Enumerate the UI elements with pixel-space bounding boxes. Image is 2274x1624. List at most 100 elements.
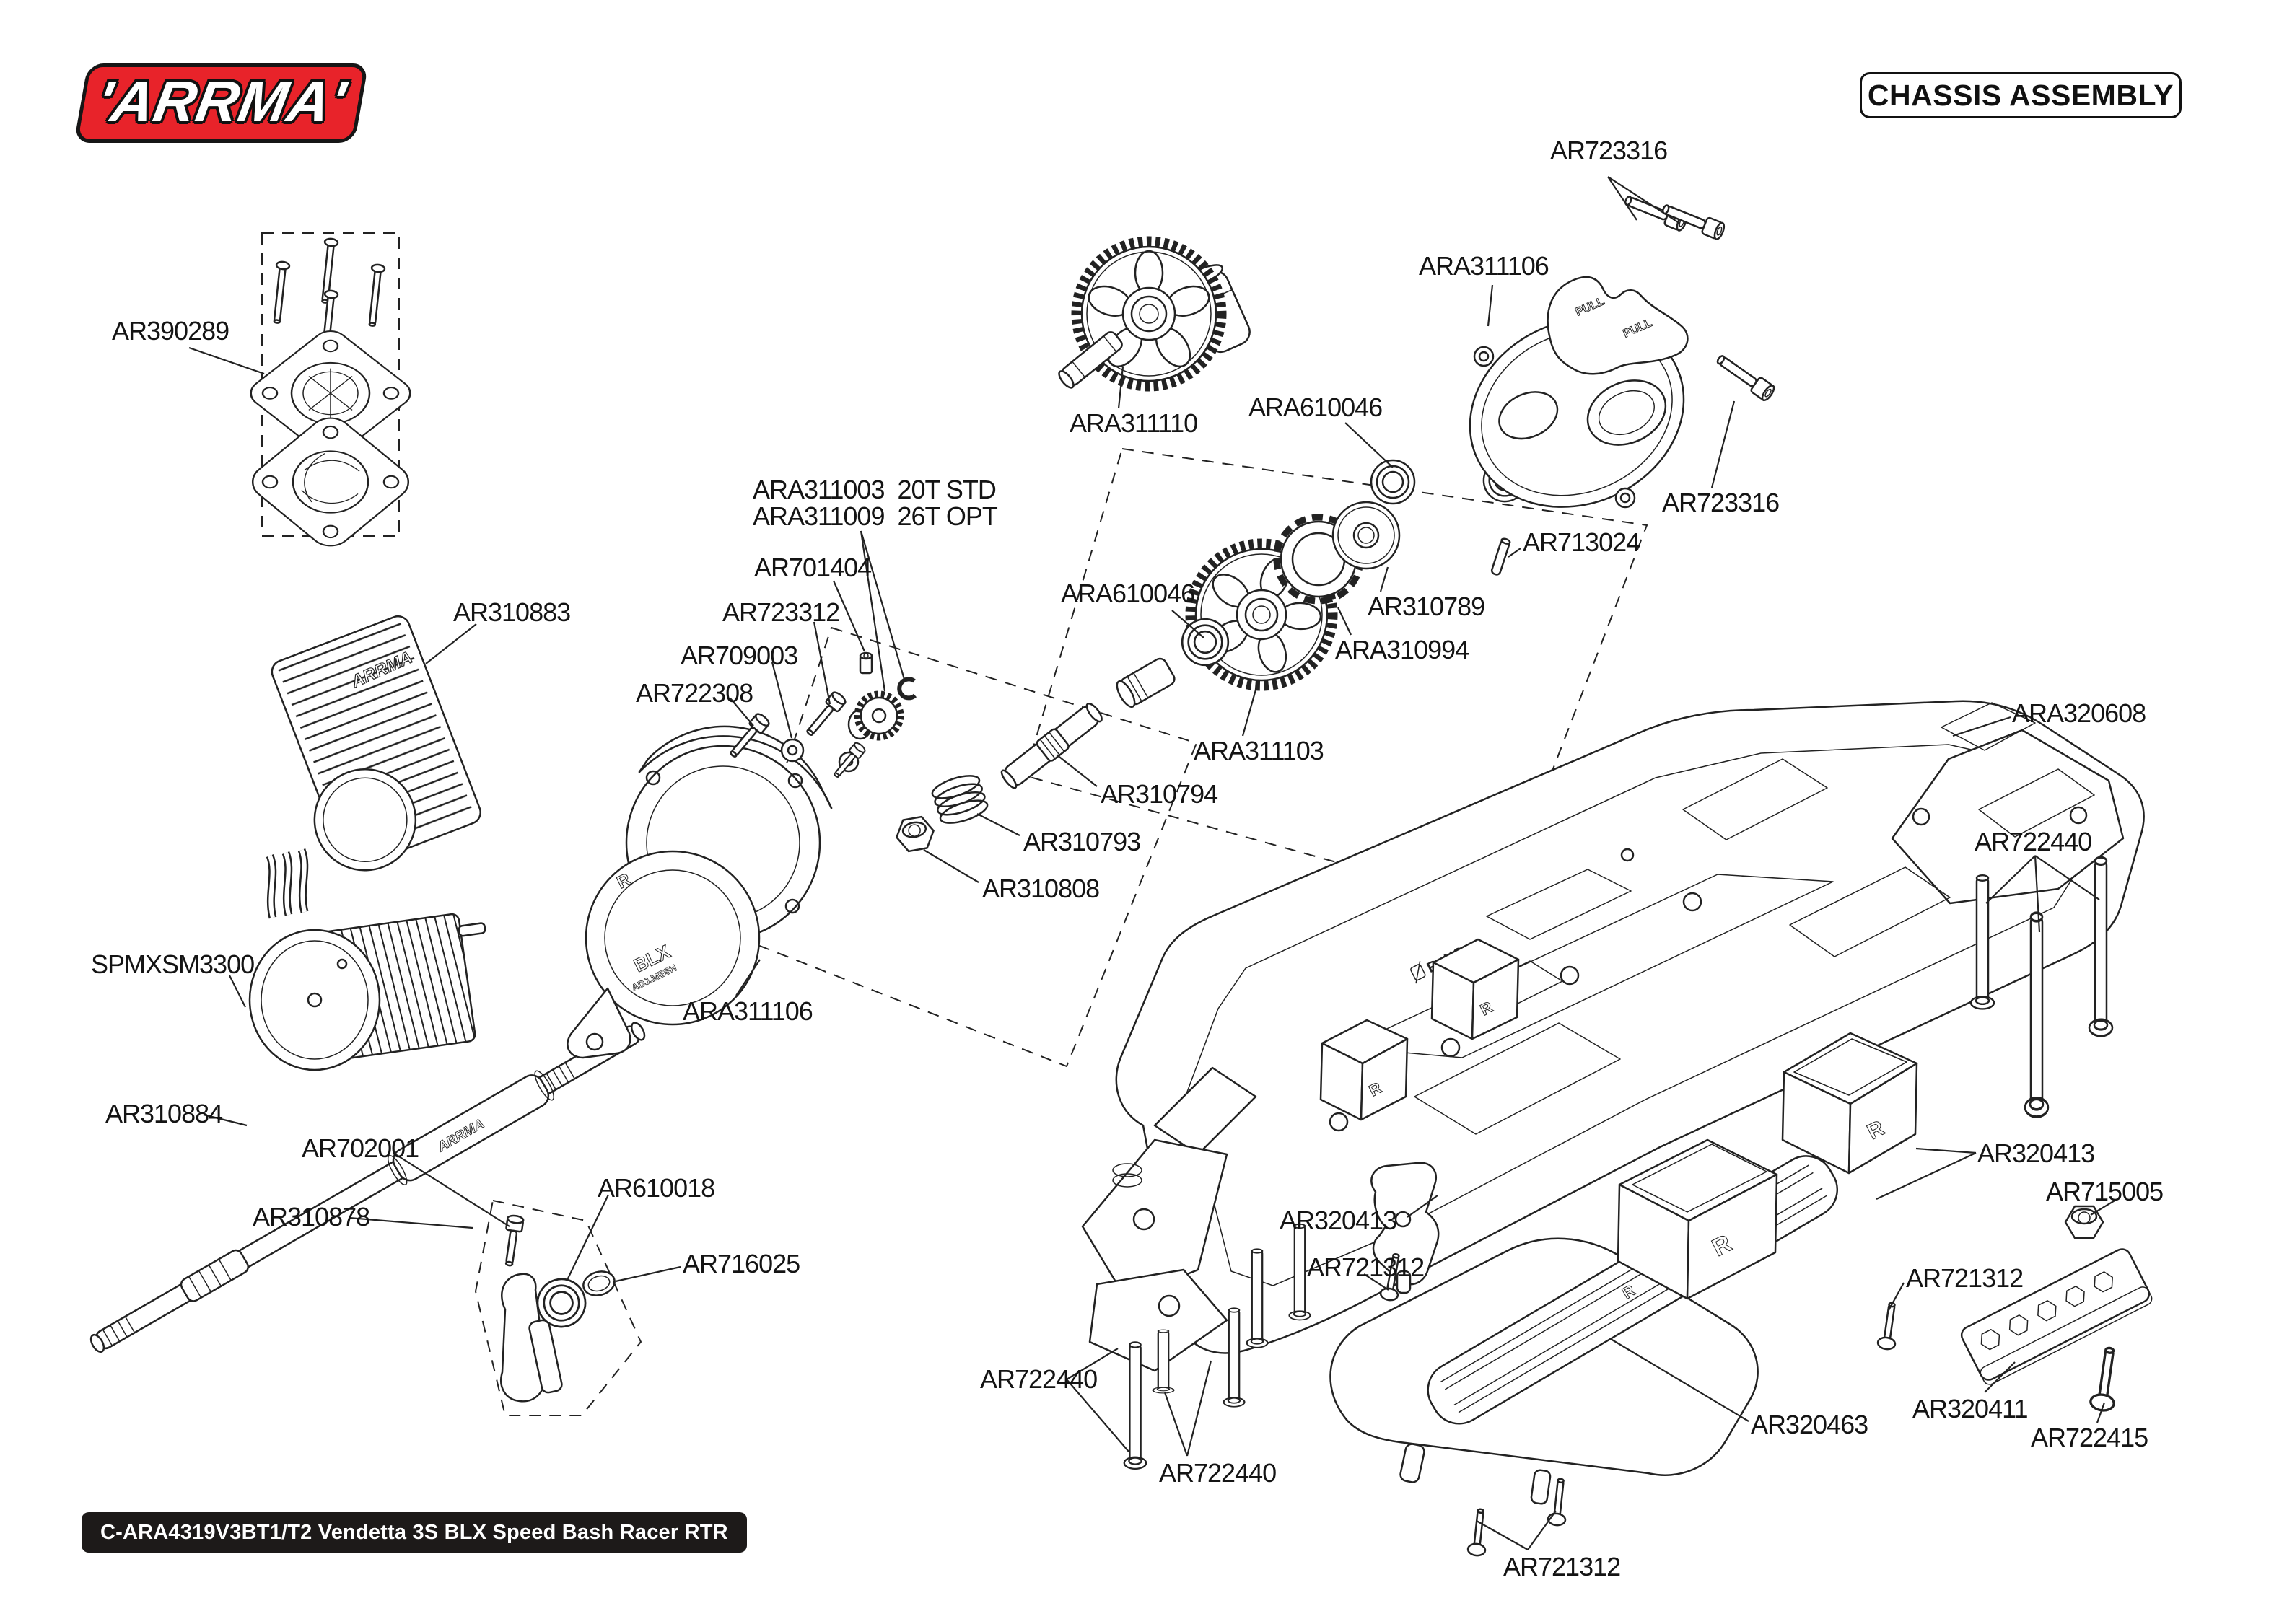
chassis-brace-drawing: [1960, 1248, 2153, 1385]
leader-line-ara311106-bottom: [735, 959, 761, 996]
leader-line-ar723316-top: [1607, 176, 1679, 223]
leader-line-ar716025: [615, 1265, 681, 1283]
receiver-box-drawing: R: [1781, 1032, 1918, 1175]
leader-line-ar310878: [349, 1216, 473, 1229]
leader-line-spmxsm3300: [229, 975, 246, 1008]
part-label-ar310884: AR310884: [105, 1099, 223, 1128]
motor-mount-drawing: BLX ADJ.MESH R: [567, 725, 833, 1059]
part-label-ara311110: ARA311110: [1070, 408, 1198, 438]
leader-line-ar722415: [2096, 1402, 2106, 1423]
part-label-ar610018: AR610018: [598, 1173, 715, 1203]
part-label-ar715005: AR715005: [2046, 1177, 2164, 1206]
small-box-drawing: R R: [1319, 938, 1520, 1121]
motor-drawing: [248, 848, 486, 1071]
leader-line-ar722440-bottomcenter: [1163, 1392, 1189, 1457]
part-label-ar310789: AR310789: [1368, 592, 1485, 621]
part-label-ar310878: AR310878: [253, 1202, 370, 1232]
part-label-ar723316-top: AR723316: [1550, 136, 1668, 165]
leader-line-ar310808: [923, 849, 979, 883]
driveshaft-drawing: ARRMA: [89, 1022, 646, 1353]
leader-line-pinion-options: [860, 530, 906, 682]
leader-line-ar722308: [730, 698, 754, 727]
leader-line-ar390289: [188, 346, 265, 375]
gear-cover-drawing: PULL PULL: [1469, 276, 1689, 509]
leader-line-ara311106-top: [1487, 284, 1494, 327]
leader-line-ar723312: [813, 621, 831, 705]
leader-line-ar310789: [1379, 566, 1389, 592]
part-label-ar320413-right: AR320413: [1977, 1138, 2095, 1168]
heatsink-drawing: ARRMA: [271, 615, 481, 872]
leader-line-ar715005: [2090, 1199, 2117, 1216]
leader-line-ar721312-bottom: [1476, 1520, 1529, 1550]
part-label-ara311106-top: ARA311106: [1419, 251, 1549, 281]
leader-line-ar310884: [203, 1113, 248, 1127]
clutch-dashed-box: [474, 1199, 642, 1416]
slipper-spring-drawing: [931, 775, 989, 824]
part-label-ara610046-top: ARA610046: [1248, 392, 1383, 422]
leader-line-ar610018: [567, 1194, 609, 1281]
model-code-banner: C-ARA4319V3BT1/T2 Vendetta 3S BLX Speed …: [82, 1512, 747, 1553]
leader-line-ar722440-bottomcenter: [1186, 1360, 1212, 1457]
leader-line-ar713024: [1508, 548, 1521, 558]
cover-screw-drawing: [1713, 350, 1777, 403]
slipper-shaft-drawing: [1000, 703, 1103, 789]
part-label-ar390289: AR390289: [112, 316, 229, 346]
leader-line-ar722440-right: [2034, 855, 2041, 933]
leader-line-ara320608: [1952, 716, 2011, 737]
leader-line-ar320413-right: [1876, 1152, 1977, 1200]
leader-line-ar702001: [395, 1154, 510, 1227]
part-label-ar310808: AR310808: [982, 874, 1100, 903]
leader-line-ara610046-top: [1344, 422, 1394, 468]
slipper-hardware-drawing: [725, 651, 1176, 853]
part-label-ar702001: AR702001: [302, 1133, 419, 1163]
leader-line-ar723316-top: [1607, 176, 1637, 221]
leader-line-ar310794: [1056, 754, 1098, 787]
part-label-ar722415: AR722415: [2031, 1423, 2148, 1452]
leader-line-ar320413-left: [1407, 1195, 1438, 1218]
part-label-ar320413-left: AR320413: [1280, 1206, 1397, 1235]
part-label-ar320463: AR320463: [1751, 1410, 1868, 1439]
model-code-text: C-ARA4319V3BT1/T2 Vendetta 3S BLX Speed …: [100, 1520, 728, 1544]
leader-line-ar721312-mid: [1363, 1273, 1389, 1291]
esc-box-drawing: R: [1617, 1138, 1778, 1300]
pull-tab-drawing: [1547, 276, 1689, 375]
leader-line-ara311103: [1241, 679, 1260, 737]
part-label-ara610046-left: ARA610046: [1061, 579, 1195, 608]
sheet-title: CHASSIS ASSEMBLY: [1867, 78, 2174, 112]
part-label-ar722440-bottomleft: AR722440: [980, 1364, 1098, 1394]
part-label-ara311103: ARA311103: [1194, 736, 1324, 765]
leader-line-ar701404: [832, 580, 866, 652]
sheet-title-box: CHASSIS ASSEMBLY: [1860, 72, 2182, 118]
lock-nut-drawing: [2064, 1205, 2104, 1239]
part-label-ar723316-right: AR723316: [1662, 488, 1780, 517]
part-label-ar723312: AR723312: [722, 597, 840, 627]
part-label-ar310883: AR310883: [453, 597, 571, 627]
part-label-ar320411: AR320411: [1912, 1394, 2028, 1423]
leader-line-ar320411: [1984, 1361, 2016, 1393]
leader-line-ar310883: [425, 623, 477, 664]
leader-line-ar722440-bottomleft: [1066, 1379, 1129, 1452]
part-label-ar721312-bottom: AR721312: [1503, 1552, 1621, 1581]
leader-line-pinion-options: [860, 530, 886, 692]
top-shaft-gear-drawing: [1058, 236, 1251, 392]
part-label-ar721312-mid: AR721312: [1307, 1252, 1425, 1282]
leader-line-ar723316-right: [1710, 400, 1736, 488]
battery-clamp-drawing: [1370, 1162, 1440, 1286]
leader-line-ar722440-right: [2034, 855, 2100, 900]
part-label-ar722308: AR722308: [636, 678, 753, 708]
part-label-ar709003: AR709003: [681, 641, 798, 670]
chassis-tub-drawing: RoHS: [1081, 700, 2145, 1372]
slipper-nut-drawing: [896, 815, 935, 853]
part-label-ara320608: ARA320608: [2012, 698, 2146, 728]
part-label-spmxsm3300: SPMXSM3300: [91, 949, 255, 979]
underside-parts-drawing: R R R R: [1123, 856, 2153, 1558]
part-label-ar721312-right: AR721312: [1906, 1263, 2024, 1293]
part-label-ar310793: AR310793: [1023, 827, 1141, 856]
clutch-parts-drawing: [500, 1213, 616, 1403]
part-label-ara311106-bottom: ARA311106: [683, 996, 813, 1026]
leader-line-ara310994: [1337, 607, 1352, 636]
